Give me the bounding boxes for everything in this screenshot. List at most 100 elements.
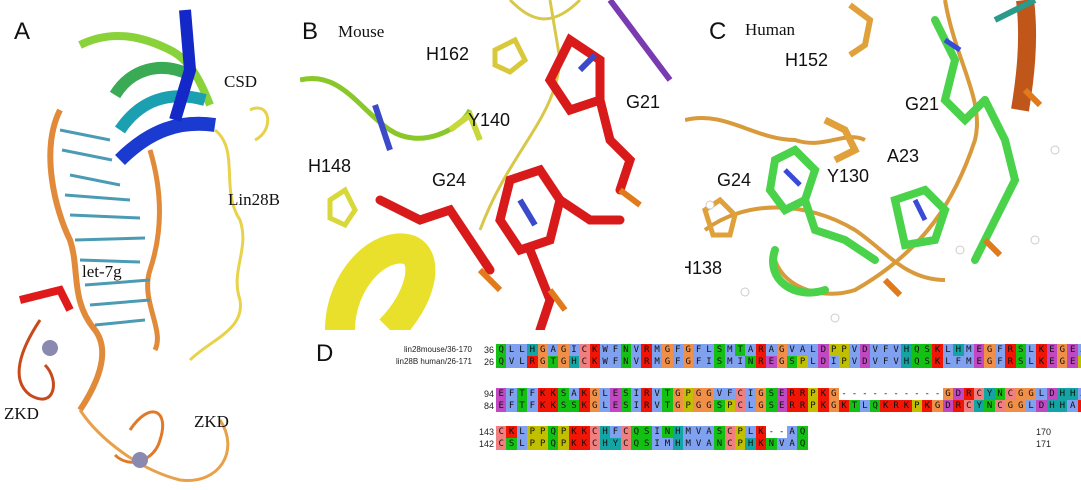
- residue-cell: T: [662, 388, 673, 400]
- sequence-start: 143: [478, 427, 494, 437]
- residue-cell: K: [589, 344, 600, 356]
- residue-cell: S: [506, 438, 517, 450]
- residue-cell: C: [589, 438, 600, 450]
- residue-cell: C: [496, 438, 507, 450]
- residue-cell: L: [516, 426, 528, 438]
- residue-cell: A: [703, 426, 715, 438]
- residue-cell: T: [734, 344, 746, 356]
- residue-cell: P: [537, 426, 548, 438]
- residue-cell: G: [1015, 388, 1026, 400]
- residue-cell: F: [506, 388, 517, 400]
- residue-cell: E: [973, 344, 985, 356]
- residue-cell: F: [880, 356, 891, 368]
- residue-cell: -: [862, 389, 868, 399]
- residue-cell: M: [963, 344, 974, 356]
- residue-cell: G: [1015, 400, 1026, 412]
- residue-cell: P: [734, 438, 746, 450]
- residue-cell: C: [963, 400, 974, 412]
- residue-cell: V: [786, 344, 798, 356]
- residue-cell: I: [651, 438, 663, 450]
- residue-cell: P: [683, 400, 694, 412]
- residue-cell: C: [579, 356, 590, 368]
- residue-cell: -: [903, 389, 910, 399]
- residue-cell: A: [786, 426, 798, 438]
- residue-cell: V: [870, 356, 881, 368]
- residue-cell: P: [734, 426, 746, 438]
- residue-cell: H: [527, 344, 538, 356]
- residue-cell: P: [558, 438, 569, 450]
- residue-cell: K: [932, 344, 943, 356]
- residue-cell: R: [797, 400, 808, 412]
- residue-cell: R: [641, 344, 652, 356]
- residue-cell: F: [672, 356, 684, 368]
- residue-cell: T: [849, 400, 860, 412]
- residue-cell: L: [942, 356, 954, 368]
- sequence-name: lin28mouse/36-170: [403, 345, 472, 354]
- residue-cell: K: [547, 388, 559, 400]
- sequence-name: lin28B human/26-171: [395, 357, 472, 366]
- residue-cell: G: [984, 344, 995, 356]
- residue-cell: R: [641, 356, 652, 368]
- panel-a-label: A: [14, 18, 31, 45]
- residue-cell: K: [579, 388, 590, 400]
- residue-cell: I: [631, 400, 642, 412]
- residue-cell: -: [924, 389, 930, 399]
- residue-cell: L: [516, 356, 528, 368]
- residue-h152: H152: [785, 50, 829, 70]
- residue-cell: K: [818, 388, 829, 400]
- residue-cell: L: [807, 344, 819, 356]
- residue-cell: G: [558, 356, 569, 368]
- residue-cell: E: [776, 400, 787, 412]
- panel-a-structure: [17, 9, 270, 482]
- residue-cell: T: [516, 400, 528, 412]
- residue-cell: K: [932, 356, 943, 368]
- residue-cell: K: [579, 426, 590, 438]
- residue-cell: P: [724, 400, 735, 412]
- residue-cell: F: [693, 344, 704, 356]
- residue-cell: R: [755, 356, 767, 368]
- residue-cell: S: [922, 356, 933, 368]
- residue-cell: I: [631, 388, 642, 400]
- residue-cell: N: [994, 388, 1006, 400]
- residue-cell: G: [1057, 356, 1068, 368]
- residue-cell: A: [786, 438, 798, 450]
- residue-cell: V: [849, 356, 860, 368]
- residue-cell: S: [766, 388, 777, 400]
- residue-cell: C: [734, 400, 746, 412]
- residue-cell: N: [714, 438, 725, 450]
- residue-cell: S: [1015, 344, 1026, 356]
- residue-cell: E: [766, 356, 777, 368]
- residue-cell: R: [527, 356, 538, 368]
- residue-cell: K: [838, 400, 850, 412]
- residue-cell: M: [724, 356, 735, 368]
- residue-cell: F: [724, 388, 735, 400]
- residue-cell: P: [527, 426, 538, 438]
- residue-g24-human: G24: [717, 170, 752, 190]
- residue-cell: C: [589, 426, 600, 438]
- sequence-start: 26: [483, 357, 494, 367]
- residue-cell: P: [807, 400, 819, 412]
- residue-cell: L: [807, 356, 819, 368]
- zkd-right-label: ZKD: [194, 412, 229, 431]
- residue-cell: G: [932, 400, 943, 412]
- residue-cell: V: [714, 388, 725, 400]
- residue-cell: F: [610, 344, 621, 356]
- residue-cell: G: [693, 388, 704, 400]
- residue-cell: M: [724, 344, 735, 356]
- residue-cell: P: [838, 344, 850, 356]
- residue-cell: H: [953, 344, 964, 356]
- residue-cell: G: [703, 400, 715, 412]
- residue-cell: Q: [797, 438, 808, 450]
- residue-cell: L: [745, 426, 756, 438]
- residue-cell: G: [589, 388, 600, 400]
- residue-cell: I: [734, 356, 746, 368]
- sequence-end: 170: [1036, 427, 1052, 437]
- residue-cell: I: [568, 344, 580, 356]
- residue-cell: F: [527, 400, 538, 412]
- residue-cell: G: [776, 356, 787, 368]
- residue-cell: N: [620, 344, 632, 356]
- residue-cell: R: [786, 388, 798, 400]
